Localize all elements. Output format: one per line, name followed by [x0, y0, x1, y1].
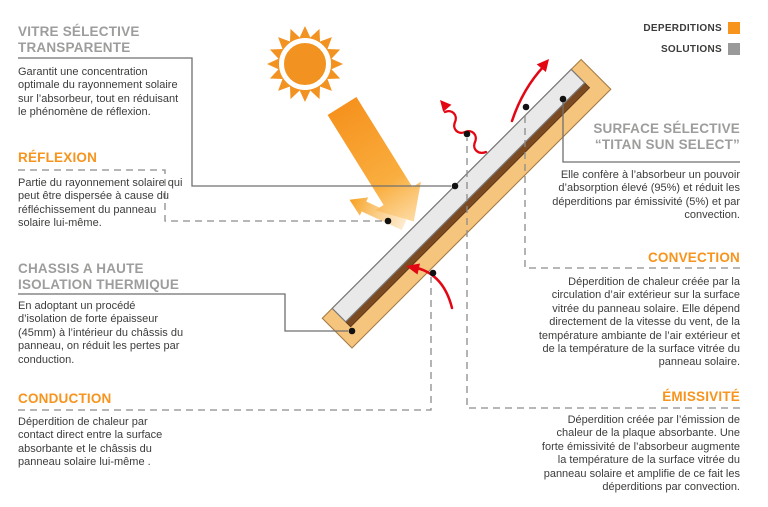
panel-glass-layer — [331, 68, 586, 323]
reflexion-title: RÉFLEXION — [18, 150, 98, 165]
reflexion-body: Partie du rayonnement solaire qui peut ê… — [18, 177, 183, 230]
connector-conduction — [18, 277, 432, 411]
emissivity-wavy-arrow — [440, 100, 488, 154]
surface-selective-title: SURFACE SÉLECTIVE “TITAN SUN SELECT” — [593, 121, 740, 152]
emissivite-body: Déperdition créée par l’émission de chal… — [541, 414, 740, 494]
reflection-arrow — [349, 197, 407, 230]
deperditions-swatch-icon — [728, 22, 740, 34]
legend-deperditions-label: DEPERDITIONS — [643, 22, 722, 34]
legend-solutions: SOLUTIONS — [661, 43, 740, 55]
solutions-swatch-icon — [728, 43, 740, 55]
anchor-dots — [348, 95, 567, 335]
vitre-selective-body: Garantit une concentration optimale du r… — [18, 66, 179, 119]
solar-beam-arrow — [327, 97, 421, 222]
conduction-body: Déperdition de chaleur par contact direc… — [18, 416, 163, 469]
connector-surface — [562, 102, 740, 163]
solar-panel — [321, 58, 612, 349]
sun-icon — [267, 26, 343, 102]
surface-selective-body: Elle confère à l’absorbeur un pouvoir d’… — [552, 169, 740, 222]
emissivite-title: ÉMISSIVITÉ — [662, 389, 740, 404]
convection-body: Déperdition de chaleur créée par la circ… — [538, 276, 740, 369]
connector-emissivite — [466, 138, 740, 409]
legend-solutions-label: SOLUTIONS — [660, 43, 722, 55]
convection-title: CONVECTION — [647, 250, 740, 265]
connector-reflexion — [18, 169, 384, 222]
conduction-title: CONDUCTION — [18, 391, 112, 406]
chassis-body: En adoptant un procédé d’isolation de fo… — [18, 300, 184, 366]
connector-chassis — [18, 293, 348, 332]
convection-arrow — [510, 59, 549, 123]
chassis-title: CHASSIS A HAUTE ISOLATION THERMIQUE — [18, 261, 180, 292]
legend: DEPERDITIONS SOLUTIONS — [643, 22, 740, 55]
conduction-arrow — [406, 263, 454, 310]
connector-vitre — [18, 57, 451, 187]
legend-deperditions: DEPERDITIONS — [643, 22, 740, 34]
vitre-selective-title: VITRE SÉLECTIVE TRANSPARENTE — [18, 24, 140, 55]
